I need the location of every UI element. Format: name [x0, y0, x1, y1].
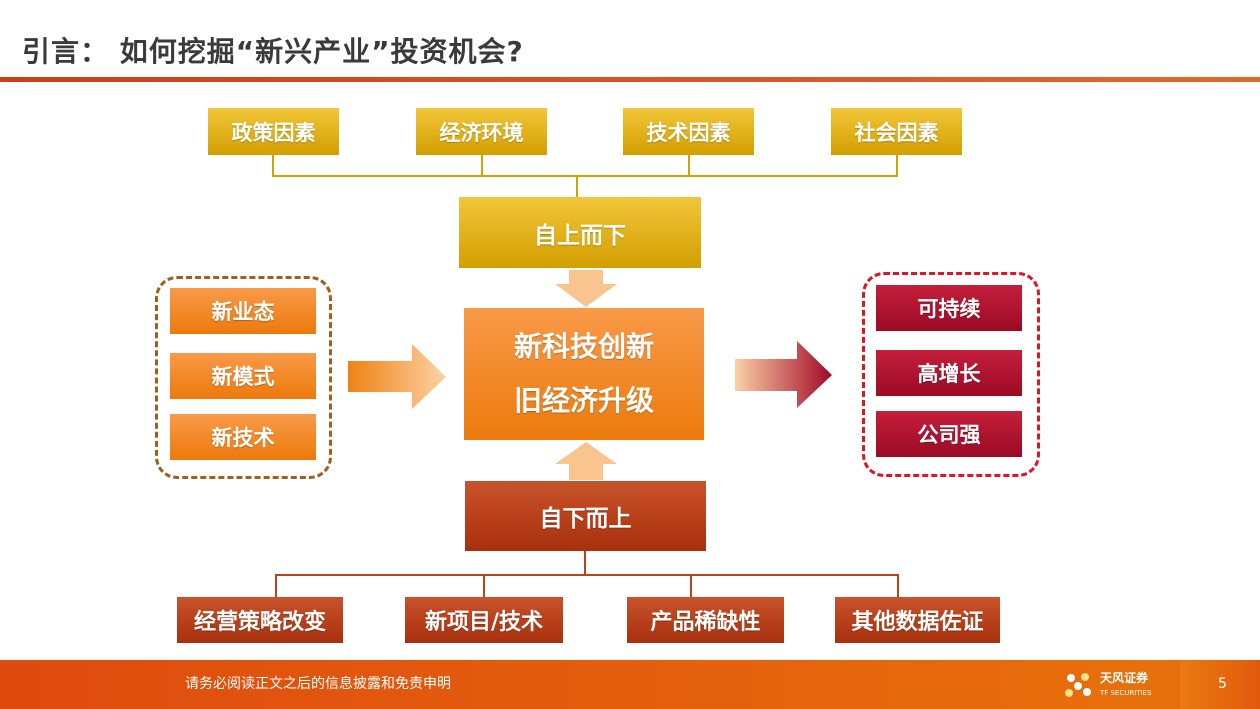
title-divider [0, 77, 1260, 82]
disclaimer-link[interactable]: 请务必阅读正文之后的信息披露和免责申明 [185, 676, 451, 692]
left-group [155, 276, 332, 479]
page-number: 5 [1218, 676, 1227, 692]
down-arrow-icon [555, 270, 617, 307]
right-group [862, 272, 1040, 477]
page-number-block: 5 [1180, 660, 1260, 709]
factor-society: 社会因素 [831, 108, 962, 155]
left-item-business: 新业态 [170, 288, 316, 334]
bottom-up-box: 自下而上 [465, 481, 706, 551]
right-arrow-icon [348, 344, 446, 409]
company-logo: 天风证券 TF SECURITIES [1063, 668, 1152, 701]
right-item-growth: 高增长 [876, 350, 1022, 396]
center-line-2: 旧经济升级 [513, 384, 654, 417]
right-item-sustainable: 可持续 [876, 285, 1022, 331]
center-box: 新科技创新 旧经济升级 [464, 308, 704, 440]
center-line-1: 新科技创新 [513, 330, 654, 363]
top-down-box: 自上而下 [459, 197, 701, 268]
factor-project: 新项目/技术 [405, 597, 563, 643]
left-item-tech: 新技术 [170, 414, 316, 460]
factor-technology: 技术因素 [623, 108, 754, 155]
footer: 请务必阅读正文之后的信息披露和免责申明 天风证券 TF SECURITIES 5 [0, 660, 1260, 709]
flower-logo-icon [1065, 672, 1091, 697]
right-item-strong: 公司强 [876, 411, 1022, 457]
factor-data: 其他数据佐证 [835, 597, 1000, 643]
factor-strategy: 经营策略改变 [177, 597, 343, 643]
factor-scarcity: 产品稀缺性 [627, 597, 784, 643]
left-item-model: 新模式 [170, 353, 316, 399]
result-arrow-icon [735, 341, 832, 408]
up-arrow-icon [555, 442, 617, 480]
logo-subtext: TF SECURITIES [1100, 689, 1152, 697]
logo-text: 天风证券 [1100, 671, 1149, 685]
factor-policy: 政策因素 [208, 108, 339, 155]
page-title: 引言： 如何挖掘“新兴产业”投资机会? [22, 35, 524, 68]
factor-economy: 经济环境 [416, 108, 547, 155]
